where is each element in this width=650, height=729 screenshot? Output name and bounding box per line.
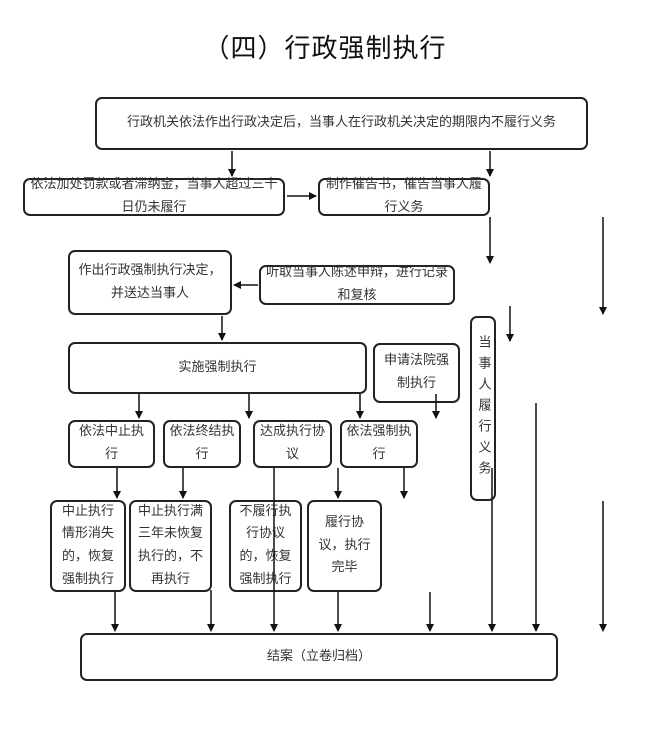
node-court: 申请法院强制执行 <box>373 343 460 403</box>
node-notice: 制作催告书，催告当事人履行义务 <box>318 177 490 216</box>
node-enforce: 依法强制执行 <box>340 420 418 468</box>
node-start-label: 行政机关依法作出行政决定后，当事人在行政机关决定的期限内不履行义务 <box>126 115 556 131</box>
node-suspend-resume-label: 中止执行情形消失的，恢复强制执行 <box>61 503 114 587</box>
node-terminate-label: 依法终结执行 <box>169 424 235 462</box>
node-terminate: 依法终结执行 <box>163 420 241 468</box>
node-suspend: 依法中止执行 <box>68 420 155 468</box>
node-decision: 作出行政强制执行决定， 并送达当事人 <box>68 250 232 315</box>
node-perform-label: 当事人履行义务 <box>475 335 491 482</box>
node-fine-label: 依法加处罚款或者滞纳金，当事人超过三十日仍未履行 <box>30 177 278 215</box>
node-agreement-label: 达成执行协议 <box>259 424 325 462</box>
node-agreement-breach: 不履行执行协议的，恢复强制执行 <box>229 500 302 592</box>
node-fine: 依法加处罚款或者滞纳金，当事人超过三十日仍未履行 <box>23 177 285 216</box>
node-agreement-done: 履行协议，执行完毕 <box>307 500 382 592</box>
node-hearing-label: 听取当事人陈述申辩，进行记录和复核 <box>265 265 448 303</box>
node-suspend-label: 依法中止执行 <box>78 424 144 462</box>
node-suspend-end-label: 中止执行满三年未恢复执行的，不再执行 <box>137 503 203 587</box>
node-suspend-resume: 中止执行情形消失的，恢复强制执行 <box>50 500 126 592</box>
node-close-label: 结案（立卷归档） <box>266 648 371 664</box>
node-agreement-done-label: 履行协议，执行完毕 <box>318 514 371 576</box>
node-enforce-label: 依法强制执行 <box>346 424 412 462</box>
node-close: 结案（立卷归档） <box>80 633 558 681</box>
diagram-title: （四）行政强制执行 <box>203 34 447 64</box>
node-hearing: 听取当事人陈述申辩，进行记录和复核 <box>259 265 455 305</box>
node-implement: 实施强制执行 <box>68 342 367 394</box>
node-agreement-breach-label: 不履行执行协议的，恢复强制执行 <box>239 503 292 587</box>
node-decision-label: 作出行政强制执行决定， 并送达当事人 <box>78 262 222 301</box>
node-start: 行政机关依法作出行政决定后，当事人在行政机关决定的期限内不履行义务 <box>95 97 588 150</box>
node-implement-label: 实施强制执行 <box>178 359 257 375</box>
node-notice-label: 制作催告书，催告当事人履行义务 <box>325 177 482 215</box>
node-suspend-end: 中止执行满三年未恢复执行的，不再执行 <box>129 500 212 592</box>
node-court-label: 申请法院强制执行 <box>383 353 449 391</box>
node-agreement: 达成执行协议 <box>253 420 332 468</box>
